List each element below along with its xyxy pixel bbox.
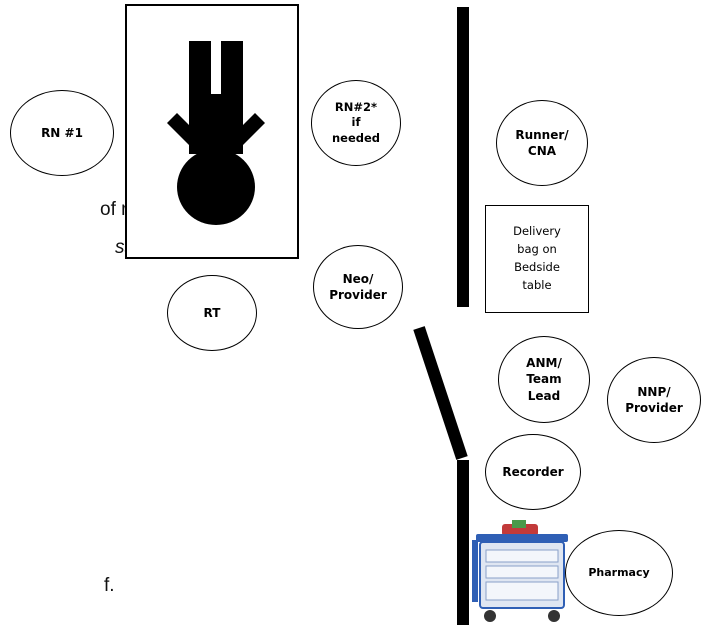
role-rn1: RN #1 [10, 90, 114, 176]
role-anm-team-lead: ANM/ Team Lead [498, 336, 590, 423]
role-recorder: Recorder [485, 434, 581, 510]
infant-figure-icon [167, 41, 265, 225]
text-fragment-f: f. [104, 575, 115, 596]
wall-upper [457, 7, 469, 307]
crash-cart-icon [472, 520, 568, 622]
role-neo-provider: Neo/ Provider [313, 245, 403, 329]
wall-lower [457, 460, 469, 625]
role-pharmacy: Pharmacy [565, 530, 673, 616]
role-rt: RT [167, 275, 257, 351]
role-runner-cna: Runner/ CNA [496, 100, 588, 186]
role-rn2: RN#2* if needed [311, 80, 401, 166]
warmer-bed [125, 4, 299, 259]
role-nnp-provider: NNP/ Provider [607, 357, 701, 443]
delivery-bag-box: Delivery bag on Bedside table [485, 205, 589, 313]
